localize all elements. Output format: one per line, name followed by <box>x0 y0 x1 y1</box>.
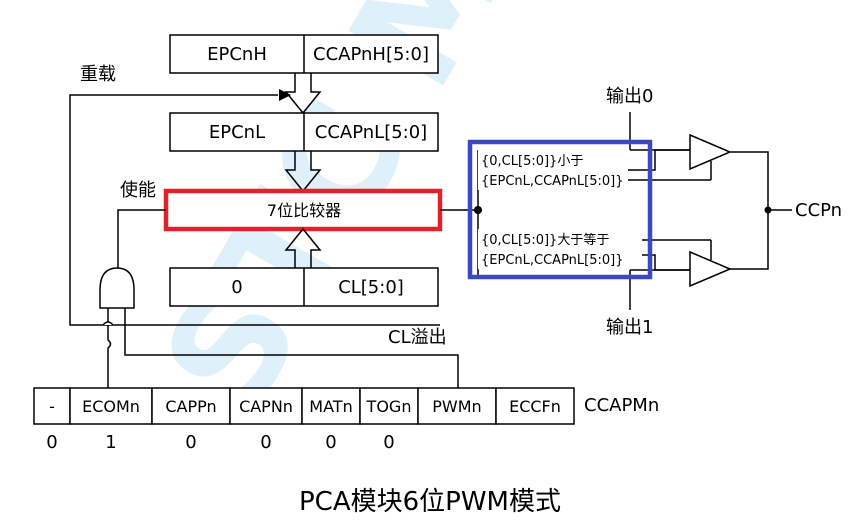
ccapm-bit-label: - <box>49 397 55 416</box>
ccapm-bit-label: CAPPn <box>165 397 216 416</box>
output1-label: 输出1 <box>606 317 653 338</box>
ccapm-bit-value: 1 <box>105 432 116 453</box>
cond-ge-line1: {0,CL[5:0]}大于等于 <box>481 232 609 248</box>
overflow-label: CL溢出 <box>388 327 447 348</box>
ccapm-bit-value: 0 <box>46 432 57 453</box>
ccapm-bit-cell <box>151 387 231 425</box>
ccapm-bit-cell <box>417 387 497 425</box>
ccapm-bit-value: 0 <box>260 432 271 453</box>
buffer-output-bus <box>730 151 769 270</box>
cond-ge-line2: {EPCnL,CCAPnL[5:0]} <box>481 253 624 268</box>
reload-arrowhead <box>279 89 291 101</box>
enable-line <box>117 209 166 268</box>
ccapm-bit-value: 0 <box>185 432 196 453</box>
ccapm-bit-label: PWMn <box>432 397 481 416</box>
reload-label: 重载 <box>80 64 116 85</box>
ccapm-bit-cell <box>33 387 71 425</box>
and-input-ecom <box>107 308 112 388</box>
register-high-field: CCAPnH[5:0] <box>313 44 429 65</box>
transfer-arrow-counter-comparator <box>284 227 322 268</box>
register-counter-field: CL[5:0] <box>338 277 404 298</box>
comparator-label: 7位比较器 <box>267 201 341 220</box>
ccapm-bit-label: MATn <box>309 397 352 416</box>
register-counter-name: 0 <box>231 277 242 298</box>
and-input-pwm <box>124 308 459 388</box>
diagram-title: PCA模块6位PWM模式 <box>299 487 561 517</box>
ccapm-bit-label: ECCFn <box>509 397 561 416</box>
ccapm-bit-cell <box>359 387 419 425</box>
ccapm-bit-label: CAPNn <box>239 397 293 416</box>
ccapm-bit-label: ECOMn <box>82 397 140 416</box>
tristate-buffer-lower <box>689 250 732 288</box>
register-low-field: CCAPnL[5:0] <box>315 122 427 143</box>
ccapm-bit-cell <box>301 387 361 425</box>
condition-box <box>467 139 653 280</box>
enable-label: 使能 <box>120 180 156 201</box>
ccapm-values: 0 1 0 0 0 0 <box>46 432 394 453</box>
ccapm-bit-cell <box>495 387 575 425</box>
cond-less-line2: {EPCnL,CCAPnL[5:0]} <box>481 174 624 189</box>
reload-line <box>69 94 440 326</box>
ccapm-bit-value: 0 <box>325 432 336 453</box>
register-high-name: EPCnH <box>207 44 267 65</box>
tristate-buffer-upper <box>689 133 732 171</box>
ccp-label: CCPn <box>795 200 842 221</box>
register-low-name: EPCnL <box>209 122 265 143</box>
cond-less-line1: {0,CL[5:0]}小于 <box>481 154 583 169</box>
ccapm-register: - ECOMn CAPPn CAPNn MATn TOGn PWMn ECCFn <box>33 387 575 425</box>
ccapm-bit-value: 0 <box>383 432 394 453</box>
ccapm-bit-label: TOGn <box>366 397 412 416</box>
output0-label: 输出0 <box>606 86 653 107</box>
and-gate <box>99 267 135 309</box>
ccapm-name: CCAPMn <box>584 395 659 416</box>
